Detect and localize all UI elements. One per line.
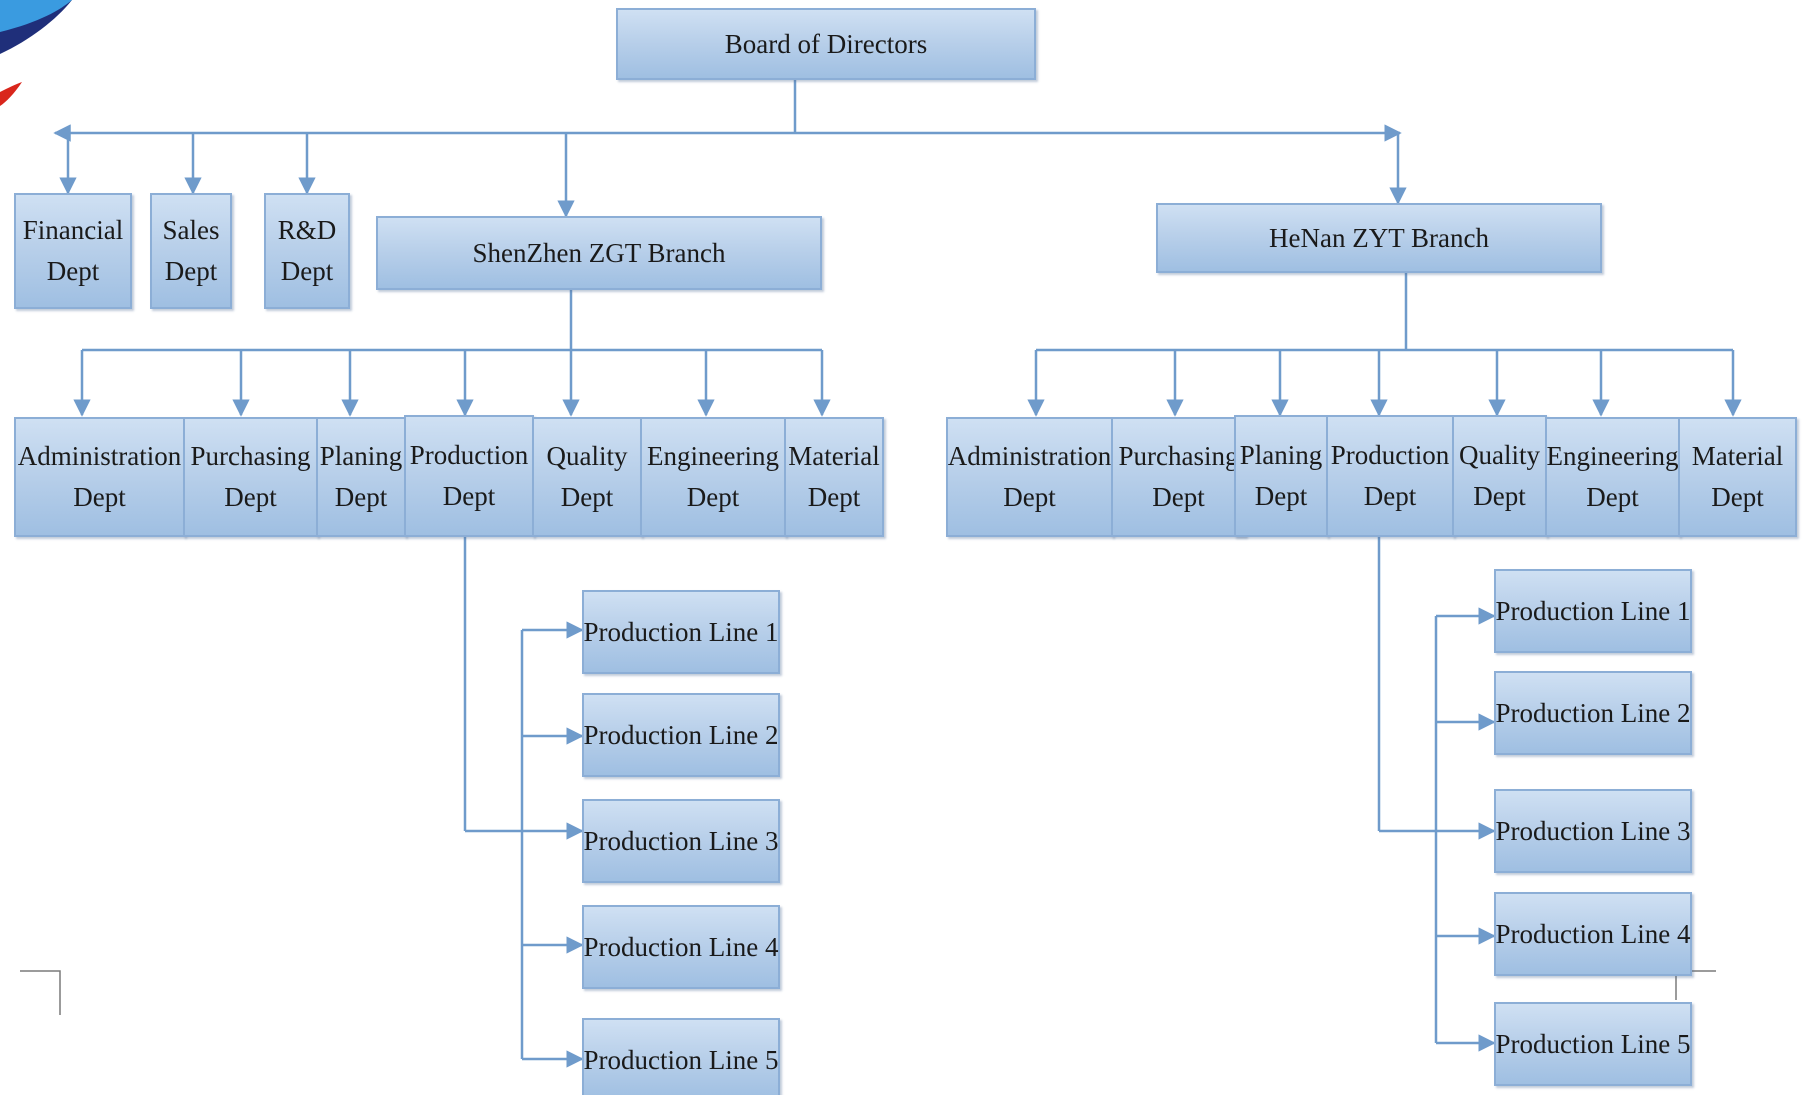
- node-label: Dept: [1473, 481, 1526, 511]
- node-rnd-dept: R&D Dept: [264, 193, 350, 309]
- node-hn-production-line-3: Production Line 3: [1494, 789, 1692, 873]
- node-hn-production-line-4: Production Line 4: [1494, 892, 1692, 976]
- node-hn-production-line-2: Production Line 2: [1494, 671, 1692, 755]
- node-label: Production Line 1: [583, 616, 779, 647]
- node-label: Dept: [1003, 482, 1056, 512]
- node-label: Dept: [280, 256, 334, 286]
- node-label: Production: [409, 440, 529, 470]
- node-hn-production-line-1: Production Line 1: [1494, 569, 1692, 653]
- node-label: Dept: [1152, 482, 1205, 512]
- node-sz-production-line-5: Production Line 5: [582, 1018, 780, 1095]
- node-label: Purchasing: [190, 441, 311, 471]
- node-label: Purchasing: [1118, 441, 1239, 471]
- node-label: Production Line 5: [583, 1044, 779, 1075]
- node-label: Engineering: [1546, 441, 1679, 471]
- node-label: Dept: [807, 482, 861, 512]
- crop-mark: [20, 970, 61, 1015]
- logo-swoosh-fragment: [0, 0, 72, 106]
- node-label: Dept: [442, 481, 496, 511]
- node-label: Engineering: [647, 441, 779, 471]
- node-label: Dept: [686, 482, 740, 512]
- node-label: Material: [788, 441, 880, 471]
- node-hn-production-line-5: Production Line 5: [1494, 1002, 1692, 1086]
- node-label: Planing: [319, 441, 403, 471]
- node-sz-production-line-4: Production Line 4: [582, 905, 780, 989]
- node-label: Sales: [162, 215, 220, 245]
- node-label: R&D: [277, 215, 337, 245]
- node-label: Dept: [164, 256, 218, 286]
- node-henan-branch: HeNan ZYT Branch: [1156, 203, 1602, 273]
- node-label: HeNan ZYT Branch: [1269, 222, 1489, 253]
- node-label: Dept: [1711, 482, 1764, 512]
- node-label: Financial: [22, 215, 124, 245]
- node-label: Production Line 4: [583, 931, 779, 962]
- node-label: Material: [1691, 441, 1784, 471]
- node-label: ShenZhen ZGT Branch: [472, 237, 726, 268]
- node-sz-production-line-2: Production Line 2: [582, 693, 780, 777]
- node-label: Dept: [560, 482, 614, 512]
- node-label: Production Line 3: [583, 825, 779, 856]
- node-label: Production Line 4: [1495, 918, 1691, 949]
- node-label: Production Line 3: [1495, 815, 1691, 846]
- node-label: Dept: [1586, 482, 1639, 512]
- node-label: Quality: [1459, 440, 1540, 470]
- node-label: Administration: [17, 441, 182, 471]
- node-label: Dept: [334, 482, 388, 512]
- node-sz-production-line-3: Production Line 3: [582, 799, 780, 883]
- node-shenzhen-branch: ShenZhen ZGT Branch: [376, 216, 822, 290]
- node-label: Production Line 1: [1495, 595, 1691, 626]
- node-label: Production Line 2: [1495, 697, 1691, 728]
- node-label: Dept: [224, 482, 277, 512]
- node-label: Dept: [46, 256, 100, 286]
- node-board-of-directors: Board of Directors: [616, 8, 1036, 80]
- node-label: Board of Directors: [724, 28, 928, 59]
- node-label: Dept: [73, 482, 126, 512]
- node-label: Quality: [546, 441, 628, 471]
- node-label: Production: [1330, 440, 1450, 470]
- node-label: Administration: [947, 441, 1112, 471]
- node-sz-production-line-1: Production Line 1: [582, 590, 780, 674]
- node-label: Dept: [1254, 481, 1308, 511]
- node-label: Production Line 2: [583, 719, 779, 750]
- node-label: Dept: [1363, 481, 1417, 511]
- node-label: Production Line 5: [1495, 1028, 1691, 1059]
- node-label: Planing: [1239, 440, 1323, 470]
